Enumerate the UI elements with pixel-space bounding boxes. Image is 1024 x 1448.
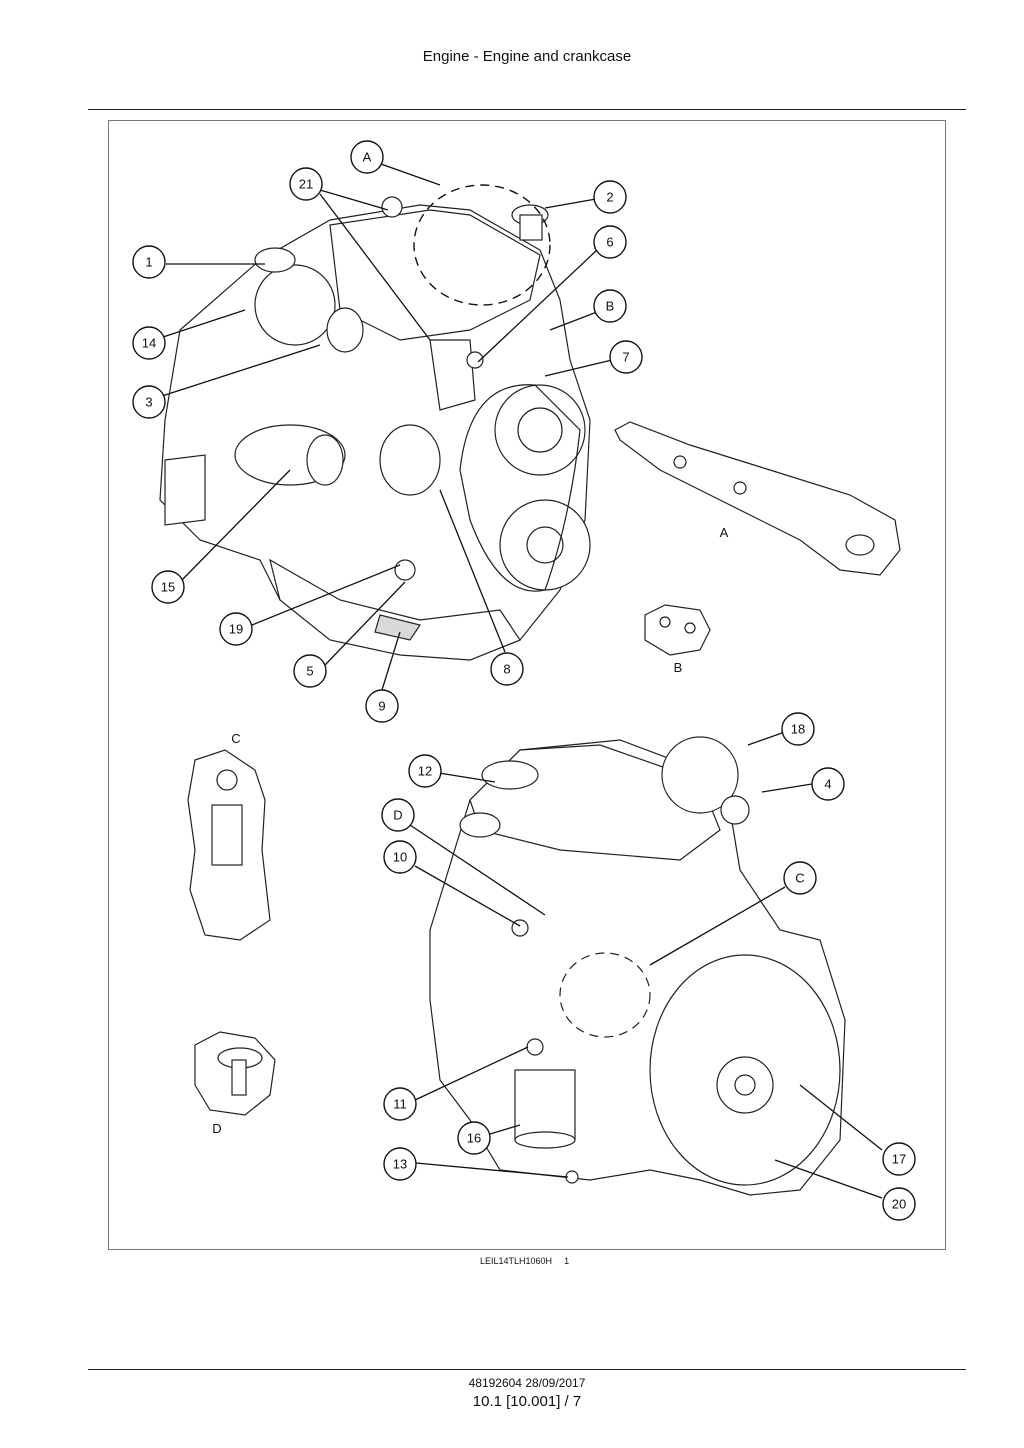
callout-19: 19 xyxy=(219,612,253,646)
callout-17: 17 xyxy=(882,1142,916,1176)
callout-15: 15 xyxy=(151,570,185,604)
svg-text:6: 6 xyxy=(606,235,613,250)
page-title: Engine - Engine and crankcase xyxy=(422,48,632,65)
svg-text:13: 13 xyxy=(393,1157,407,1172)
svg-text:1: 1 xyxy=(145,255,152,270)
detail-label-c: C xyxy=(231,731,240,746)
svg-text:15: 15 xyxy=(161,580,175,595)
figure-frame xyxy=(108,120,946,1250)
callout-9: 9 xyxy=(365,689,399,723)
svg-text:8: 8 xyxy=(503,662,510,677)
callout-d: D xyxy=(381,798,415,832)
svg-text:2: 2 xyxy=(606,190,613,205)
page-reference: 10.1 [10.001] / 7 xyxy=(472,1393,582,1410)
figure-caption: LEIL14TLH1060H 1 xyxy=(480,1256,569,1266)
header-divider xyxy=(88,109,966,110)
svg-text:4: 4 xyxy=(824,777,831,792)
svg-text:20: 20 xyxy=(892,1197,906,1212)
svg-text:7: 7 xyxy=(622,350,629,365)
detail-label-d: D xyxy=(212,1121,221,1136)
svg-text:A: A xyxy=(363,150,372,165)
callout-20: 20 xyxy=(882,1187,916,1221)
callout-1: 1 xyxy=(132,245,166,279)
callout-6: 6 xyxy=(593,225,627,259)
svg-text:9: 9 xyxy=(378,699,385,714)
callout-18: 18 xyxy=(781,712,815,746)
callout-11: 11 xyxy=(383,1087,417,1121)
svg-text:B: B xyxy=(606,299,615,314)
detail-c-drawing xyxy=(187,749,271,941)
figure-number: 1 xyxy=(564,1256,570,1266)
svg-text:12: 12 xyxy=(418,764,432,779)
detail-label-b: B xyxy=(674,660,683,675)
callout-8: 8 xyxy=(490,652,524,686)
callout-12: 12 xyxy=(408,754,442,788)
svg-text:14: 14 xyxy=(142,336,156,351)
svg-text:5: 5 xyxy=(306,664,313,679)
svg-text:D: D xyxy=(393,808,402,823)
leader-lines xyxy=(161,163,883,1199)
callout-21: 21 xyxy=(289,167,323,201)
svg-text:16: 16 xyxy=(467,1131,481,1146)
callout-5: 5 xyxy=(293,654,327,688)
callout-4: 4 xyxy=(811,767,845,801)
svg-text:21: 21 xyxy=(299,177,313,192)
figure-code: LEIL14TLH1060H xyxy=(480,1256,553,1266)
svg-text:19: 19 xyxy=(229,622,243,637)
svg-text:18: 18 xyxy=(791,722,805,737)
callout-16: 16 xyxy=(457,1121,491,1155)
callout-b: B xyxy=(593,289,627,323)
svg-text:C: C xyxy=(795,871,804,886)
engine-lower-drawing xyxy=(429,736,846,1196)
callout-2: 2 xyxy=(593,180,627,214)
svg-text:3: 3 xyxy=(145,395,152,410)
svg-text:17: 17 xyxy=(892,1152,906,1167)
callout-3: 3 xyxy=(132,385,166,419)
callout-13: 13 xyxy=(383,1147,417,1181)
detail-b-drawing xyxy=(644,604,711,656)
callout-c: C xyxy=(783,861,817,895)
engine-upper-drawing xyxy=(159,196,591,661)
document-reference: 48192604 28/09/2017 xyxy=(468,1376,586,1390)
callout-7: 7 xyxy=(609,340,643,374)
callout-10: 10 xyxy=(383,840,417,874)
detail-label-a: A xyxy=(720,525,729,540)
detail-d-drawing xyxy=(194,1031,276,1116)
footer-divider xyxy=(88,1369,966,1370)
detail-a-drawing xyxy=(614,421,901,576)
svg-text:10: 10 xyxy=(393,850,407,865)
callout-14: 14 xyxy=(132,326,166,360)
callout-a: A xyxy=(350,140,384,174)
svg-text:11: 11 xyxy=(393,1097,407,1112)
